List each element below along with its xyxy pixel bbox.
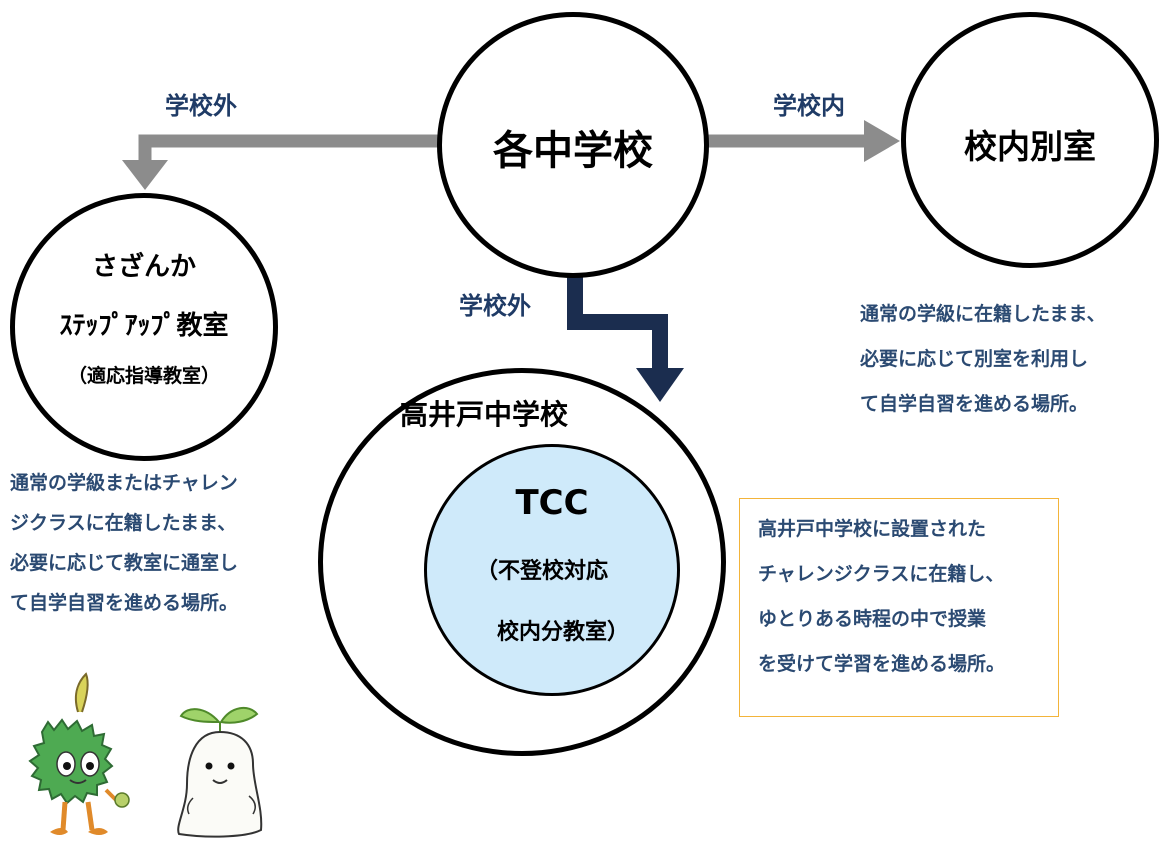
takaido-title: 高井戸中学校 — [400, 398, 569, 431]
tcc-title: TCC — [515, 483, 589, 523]
arrow-head-takaido — [636, 368, 684, 402]
tcc-description: 高井戸中学校に設置された チャレンジクラスに在籍し、 ゆとりある時程の中で授業 … — [758, 507, 1005, 687]
desc-line: ゆとりある時程の中で授業 — [758, 608, 987, 630]
sazanka-circle — [10, 193, 278, 461]
arrow-label-inside: 学校内 — [773, 92, 845, 120]
betsushitsu-description: 通常の学級に在籍したまま、 必要に応じて別室を利用し て自学自習を進める場所。 — [860, 292, 1106, 427]
betsushitsu-title: 校内別室 — [964, 127, 1096, 166]
desc-line: チャレンジクラスに在籍し、 — [758, 563, 1005, 585]
arrow-head-sazanka — [122, 160, 168, 190]
betsushitsu-circle — [901, 12, 1159, 268]
desc-line: 必要に応じて別室を利用し — [860, 348, 1089, 370]
desc-line: 通常の学級に在籍したまま、 — [860, 303, 1106, 325]
tcc-description-box — [739, 498, 1059, 717]
arrow-to-takaido — [567, 275, 668, 372]
sazanka-line3: （適応指導教室） — [67, 365, 220, 387]
tcc-line2: （不登校対応 — [476, 559, 609, 584]
sazanka-description: 通常の学級またはチャレン ジクラスに在籍したまま、 必要に応じて教室に通室し て… — [10, 463, 238, 623]
arrow-head-betsushitsu — [864, 120, 900, 162]
tcc-line3: 校内分教室） — [497, 620, 630, 645]
center-school-circle — [437, 12, 709, 278]
sazanka-line1: さざんか — [91, 252, 196, 282]
arrow-label-outside-bottom: 学校外 — [459, 292, 531, 320]
desc-line: て自学自習を進める場所。 — [860, 393, 1089, 415]
tcc-circle — [424, 444, 680, 696]
desc-line: 通常の学級またはチャレン — [10, 472, 238, 494]
desc-line: 必要に応じて教室に通室し — [10, 552, 239, 574]
arrow-label-outside-left: 学校外 — [165, 92, 237, 120]
sazanka-line2: ｽﾃｯﾌﾟｱｯﾌﾟ教室 — [59, 311, 229, 341]
center-school-title: 各中学校 — [493, 128, 653, 174]
mascot-sprout-character — [177, 706, 263, 838]
desc-line: て自学自習を進める場所。 — [10, 592, 239, 614]
mascot-green-character — [28, 672, 130, 835]
arrow-to-sazanka — [138, 134, 440, 162]
desc-line: ジクラスに在籍したまま、 — [10, 512, 237, 534]
desc-line: 高井戸中学校に設置された — [758, 518, 987, 540]
desc-line: を受けて学習を進める場所。 — [758, 653, 1006, 675]
